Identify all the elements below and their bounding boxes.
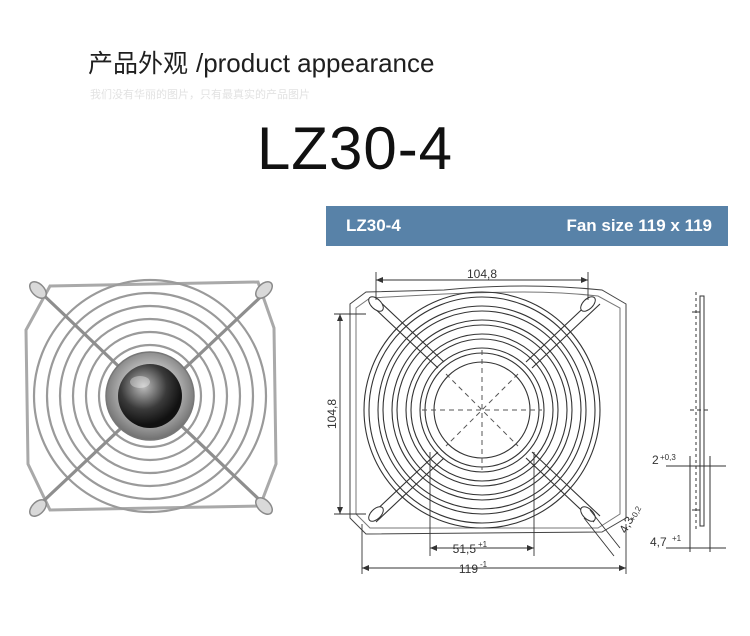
dim-bottom: 119 xyxy=(459,562,478,576)
dimension-lines xyxy=(334,272,627,574)
dim-left: 104,8 xyxy=(326,399,339,429)
model-title: LZ30-4 xyxy=(256,115,454,182)
dim-top: 104,8 xyxy=(467,267,497,281)
dimension-arrows xyxy=(337,277,626,571)
heading-en: /product appearance xyxy=(195,48,435,78)
subcaption: 我们没有华丽的图片，只有最真实的产品图片 xyxy=(90,88,310,101)
drawing-tabs xyxy=(368,296,596,522)
dim-center: 51,5 xyxy=(453,542,477,556)
grill-tabs xyxy=(29,281,273,517)
drawing-rings xyxy=(363,291,601,529)
dim-side-a-tol: +0,3 xyxy=(660,453,676,462)
product-photo xyxy=(24,278,278,517)
drawing-centerlines xyxy=(422,350,542,470)
grill-hub-center xyxy=(118,364,182,428)
dim-center-tol: +1 xyxy=(478,540,488,549)
dim-side-b-tol: +1 xyxy=(672,534,682,543)
side-profile xyxy=(666,292,726,552)
dim-side-b: 4,7 xyxy=(650,535,667,549)
dim-side-a: 2 xyxy=(652,453,659,467)
heading-cn: 产品外观 xyxy=(88,49,189,78)
dim-bottom-tol: -1 xyxy=(480,560,488,569)
dim-diag-tol: +0,2 xyxy=(628,504,644,523)
spec-band: LZ30-4 Fan size 119 x 119 xyxy=(326,206,728,246)
band-model: LZ30-4 xyxy=(346,216,401,235)
page-heading: 产品外观 /product appearance xyxy=(88,44,434,80)
grill-rings xyxy=(32,278,268,514)
band-fan-size: Fan size 119 x 119 xyxy=(566,216,712,235)
technical-drawing: 104,8 104,8 51,5 +1 119 -1 4,3 +0,2 2 +0… xyxy=(326,267,726,576)
